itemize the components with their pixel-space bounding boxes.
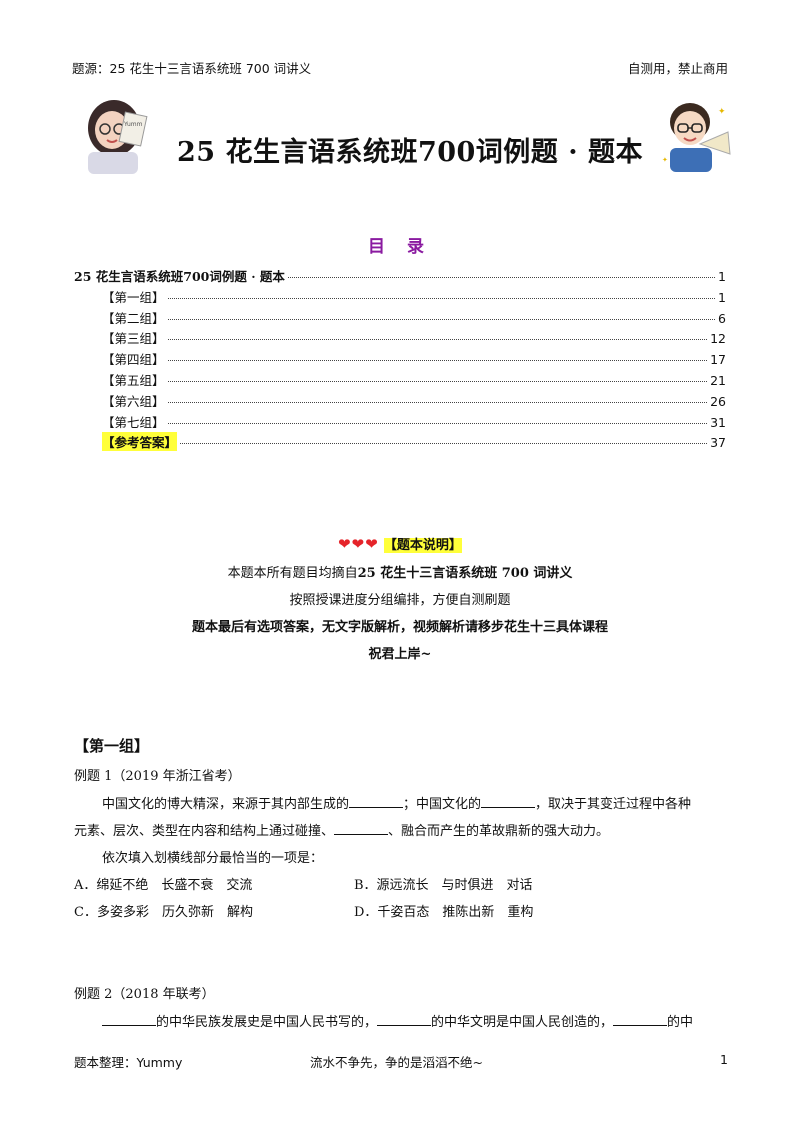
q1-text-a: 中国文化的博大精深，来源于其内部生成的 <box>102 797 350 812</box>
toc-entry-label: 【第一组】 <box>102 289 165 305</box>
footer-page-number: 1 <box>720 1052 728 1067</box>
toc-entry-label: 【第六组】 <box>102 393 165 409</box>
fill-blank <box>613 1011 668 1026</box>
option-b[interactable]: B．源远流长 与时俱进 对话 <box>354 878 533 893</box>
toc-entry-group-4[interactable]: 【第四组】 17 <box>74 349 726 370</box>
notice-line-4: 祝君上岸~ <box>368 647 432 662</box>
question-1-line-2: 元素、层次、类型在内容和结构上通过碰撞、 、融合而产生的革故鼎新的强大动力。 <box>74 819 609 844</box>
toc-leader-dots <box>180 443 708 445</box>
notice-line-1-bold: 25 花生十三言语系统班 700 词讲义 <box>357 566 573 581</box>
q1-text-e: 、融合而产生的革故鼎新的强大动力。 <box>388 824 610 839</box>
male-avatar-image: ✦ ✦ <box>662 103 731 172</box>
female-avatar-image: Yumm <box>88 100 148 174</box>
toc-leader-dots <box>167 401 708 403</box>
toc-leader-dots <box>167 380 708 382</box>
heart-icons: ❤❤❤ <box>338 535 379 553</box>
toc-entry-label: 25 花生言语系统班700词例题 · 题本 <box>74 269 285 284</box>
toc-entry-label: 【第四组】 <box>102 352 165 368</box>
q2-text-c: 的中 <box>667 1015 694 1030</box>
question-1-line-1: 中国文化的博大精深，来源于其内部生成的 ；中国文化的 ，取决于其变迁过程中各种 <box>102 792 691 817</box>
toc-entry-main[interactable]: 25 花生言语系统班700词例题 · 题本 1 <box>74 266 726 287</box>
q2-text-a: 的中华民族发展史是中国人民书写的， <box>156 1015 378 1030</box>
notice-heading-row: ❤❤❤ 【题本说明】 <box>0 534 800 553</box>
question-2-label: 例题 2（2018 年联考） <box>74 987 215 1002</box>
header-usage: 自测用，禁止商用 <box>627 61 728 76</box>
toc-entry-label: 【第五组】 <box>102 372 165 388</box>
option-a[interactable]: A．绵延不绝 长盛不衰 交流 <box>74 878 253 893</box>
notice-line-1-prefix: 本题本所有题目均摘自 <box>227 566 358 581</box>
toc-leader-dots <box>167 422 708 424</box>
footer-motto: 流水不争先，争的是滔滔不绝~ <box>310 1055 483 1070</box>
notice-line-1: 本题本所有题目均摘自25 花生十三言语系统班 700 词讲义 <box>0 562 800 581</box>
svg-text:Yumm: Yumm <box>123 121 143 128</box>
toc-entry-page: 21 <box>710 372 726 388</box>
section-title: 【第一组】 <box>74 737 150 755</box>
q1-text-b: ；中国文化的 <box>403 797 482 812</box>
toc-entry-group-1[interactable]: 【第一组】 1 <box>74 287 726 308</box>
toc-leader-dots <box>167 339 708 341</box>
notice-line-3: 题本最后有选项答案，无文字版解析，视频解析请移步花生十三具体课程 <box>191 620 608 635</box>
footer-editor: 题本整理：Yummy <box>74 1055 183 1070</box>
toc-entry-page: 17 <box>710 352 726 368</box>
document-title: 25 花生言语系统班700词例题 · 题本 <box>176 137 644 168</box>
toc-entry-group-2[interactable]: 【第二组】 6 <box>74 308 726 329</box>
toc-entry-label: 【第二组】 <box>102 310 165 326</box>
toc-entry-page: 1 <box>718 269 726 284</box>
toc-entry-group-7[interactable]: 【第七组】 31 <box>74 412 726 433</box>
fill-blank <box>102 1011 156 1026</box>
toc-entry-answers[interactable]: 【参考答案】 37 <box>74 432 726 453</box>
toc-entry-page: 1 <box>718 289 726 305</box>
question-1-instruction: 依次填入划横线部分最恰当的一项是： <box>102 851 324 866</box>
option-c[interactable]: C．多姿多彩 历久弥新 解构 <box>74 905 253 920</box>
header-source: 题源：25 花生十三言语系统班 700 词讲义 <box>72 61 312 76</box>
toc-entry-page: 26 <box>710 393 726 409</box>
toc-entry-page: 6 <box>718 310 726 326</box>
option-d[interactable]: D．千姿百态 推陈出新 重构 <box>354 905 534 920</box>
fill-blank <box>334 820 389 835</box>
toc-leader-dots <box>287 277 716 278</box>
toc-entry-page: 31 <box>710 414 726 430</box>
svg-text:✦: ✦ <box>718 107 726 117</box>
notice-line-2: 按照授课进度分组编排，方便自测刷题 <box>289 593 511 608</box>
toc-entry-label: 【第七组】 <box>102 414 165 430</box>
fill-blank <box>349 793 404 808</box>
svg-text:✦: ✦ <box>662 156 668 164</box>
toc-entry-page: 12 <box>710 331 726 347</box>
question-1-label: 例题 1（2019 年浙江省考） <box>74 769 241 784</box>
fill-blank <box>481 793 536 808</box>
toc-entry-label: 【第三组】 <box>102 331 165 347</box>
table-of-contents: 25 花生言语系统班700词例题 · 题本 1 【第一组】 1 【第二组】 6 … <box>74 266 726 453</box>
fill-blank <box>377 1011 432 1026</box>
q1-text-c: ，取决于其变迁过程中各种 <box>535 797 692 812</box>
q1-text-d: 元素、层次、类型在内容和结构上通过碰撞、 <box>74 824 335 839</box>
toc-entry-page: 37 <box>710 435 726 451</box>
toc-entry-label: 【参考答案】 <box>102 432 178 452</box>
question-2-line-1: 的中华民族发展史是中国人民书写的， 的中华文明是中国人民创造的， 的中 <box>102 1010 693 1035</box>
toc-entry-group-6[interactable]: 【第六组】 26 <box>74 391 726 412</box>
q2-text-b: 的中华文明是中国人民创造的， <box>431 1015 614 1030</box>
toc-leader-dots <box>167 360 708 362</box>
toc-leader-dots <box>167 297 716 299</box>
toc-entry-group-3[interactable]: 【第三组】 12 <box>74 328 726 349</box>
notice-heading: 【题本说明】 <box>383 538 462 553</box>
toc-heading: 目 录 <box>368 237 432 257</box>
toc-entry-group-5[interactable]: 【第五组】 21 <box>74 370 726 391</box>
toc-leader-dots <box>167 318 716 320</box>
